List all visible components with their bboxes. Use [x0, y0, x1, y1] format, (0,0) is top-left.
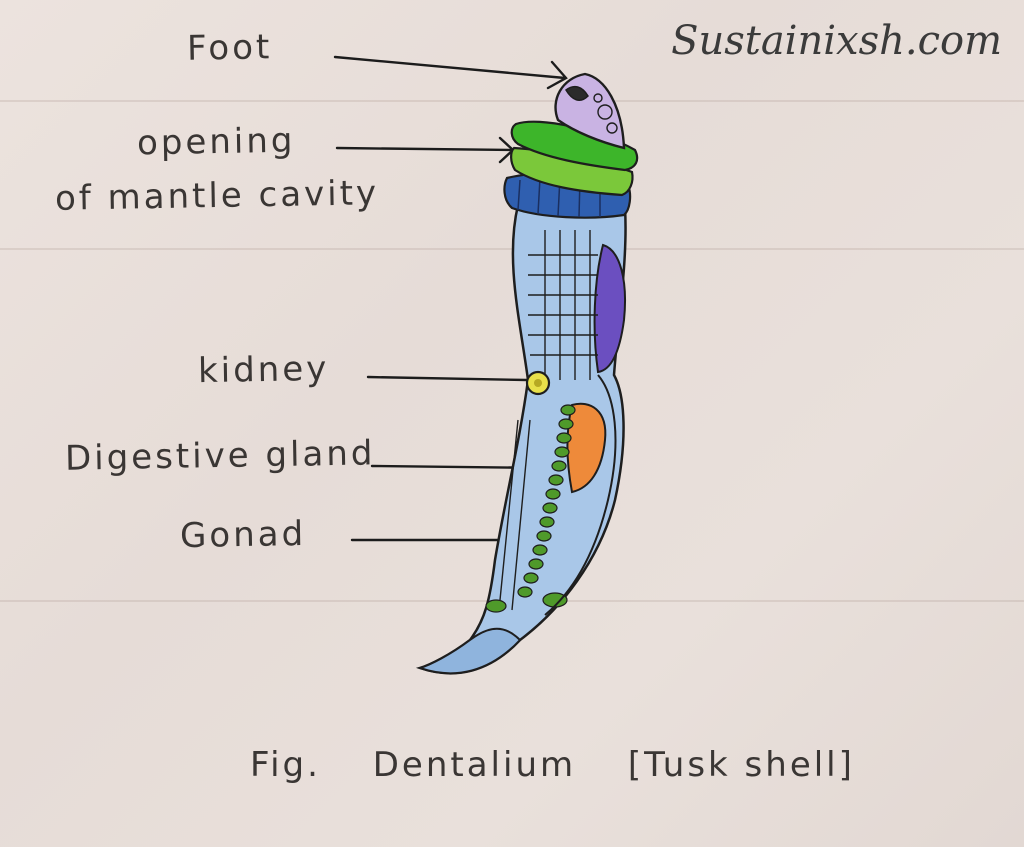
shell-inner-outline — [544, 374, 617, 616]
watermark: Sustainixsh.com — [671, 18, 1002, 64]
leader-line-opening — [335, 136, 515, 164]
caption-common-name: [Tusk shell] — [627, 745, 855, 785]
shell-tip — [416, 627, 522, 675]
leader-line-kidney — [366, 375, 529, 382]
caption-fig: Fig. — [250, 745, 321, 785]
foot-pattern — [593, 93, 618, 134]
mantle-purple-region — [593, 243, 626, 374]
gonad-chain — [485, 404, 576, 613]
figure-caption: Fig. Dentalium [Tusk shell] — [250, 745, 893, 785]
digestive-gland — [566, 402, 607, 494]
foot-notch — [565, 85, 589, 101]
internal-grid-lines — [499, 230, 598, 611]
paper-rule-line — [0, 100, 1024, 102]
leader-line-foot — [333, 55, 568, 90]
caption-name: Dentalium — [372, 745, 577, 785]
